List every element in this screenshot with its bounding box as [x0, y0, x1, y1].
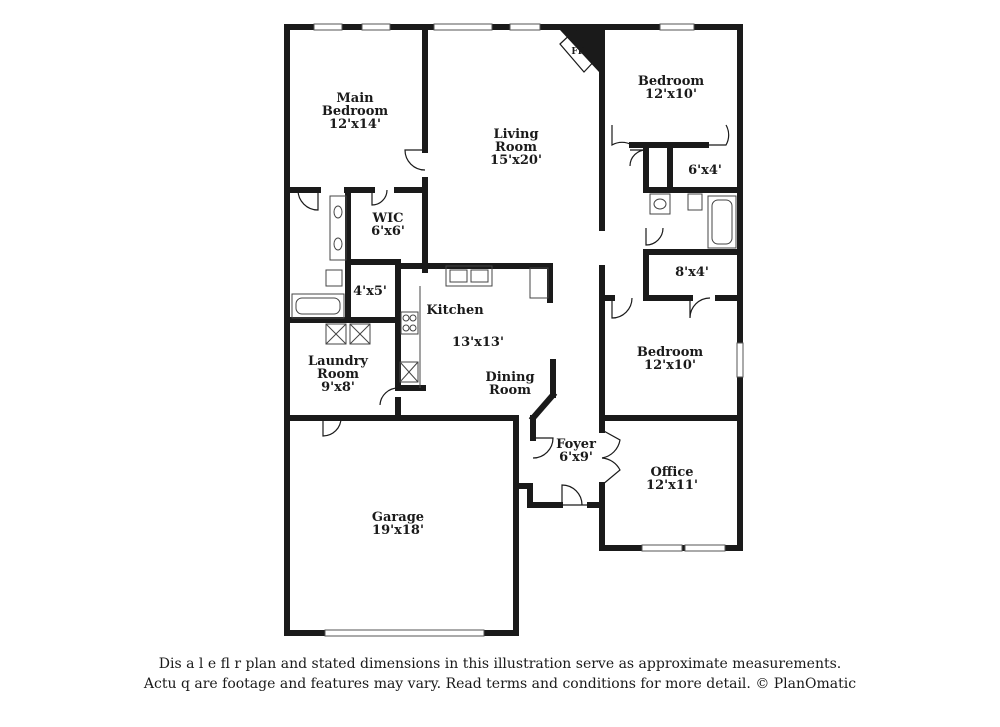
dining-room-label-2: Room	[489, 383, 531, 398]
walls	[284, 24, 743, 636]
main-bedroom-dims: 12'x14'	[329, 117, 381, 132]
windows	[313, 23, 744, 637]
room-labels: Main Bedroom 12'x14' Living Room 15'x20'…	[308, 47, 722, 538]
laundry-room-dims: 9'x8'	[321, 380, 355, 395]
main-bedroom-label-2: Bedroom	[322, 104, 389, 119]
fixtures	[291, 29, 737, 388]
bedroom-bottom-label: Bedroom	[637, 345, 704, 360]
foyer-label: Foyer	[556, 437, 596, 452]
bedroom-top-dims: 12'x10'	[645, 87, 697, 102]
main-bedroom-label: Main	[336, 91, 374, 106]
office-dims: 12'x11'	[646, 478, 698, 493]
living-room-label-2: Room	[495, 140, 537, 155]
office-label: Office	[650, 465, 693, 480]
fireplace-icon	[560, 30, 599, 72]
foyer-dims: 6'x9'	[559, 450, 593, 465]
wic-dims: 6'x6'	[371, 224, 405, 239]
closet-top-dims: 6'x4'	[688, 163, 722, 178]
garage-dims: 19'x18'	[372, 523, 424, 538]
kitchen-label: Kitchen	[426, 303, 484, 318]
wic-label: WIC	[371, 211, 403, 226]
fireplace-label: FP	[571, 47, 584, 57]
dining-room-label: Dining	[485, 370, 534, 385]
garage-label: Garage	[372, 510, 424, 525]
main-bath-dims: 4'x5'	[353, 284, 387, 299]
laundry-room-label: Laundry	[308, 354, 368, 369]
disclaimer-line-2: Actu q are footage and features may vary…	[143, 676, 857, 692]
disclaimer-line-1: Dis a l e fl r plan and stated dimension…	[158, 656, 842, 672]
doors	[297, 124, 730, 506]
living-room-dims: 15'x20'	[490, 153, 542, 168]
closet-mid-dims: 8'x4'	[675, 265, 709, 280]
bedroom-top-label: Bedroom	[638, 74, 705, 89]
living-room-label: Living	[493, 127, 538, 142]
bedroom-bottom-dims: 12'x10'	[644, 358, 696, 373]
laundry-room-label-2: Room	[317, 367, 359, 382]
kitchen-dims: 13'x13'	[452, 335, 504, 350]
